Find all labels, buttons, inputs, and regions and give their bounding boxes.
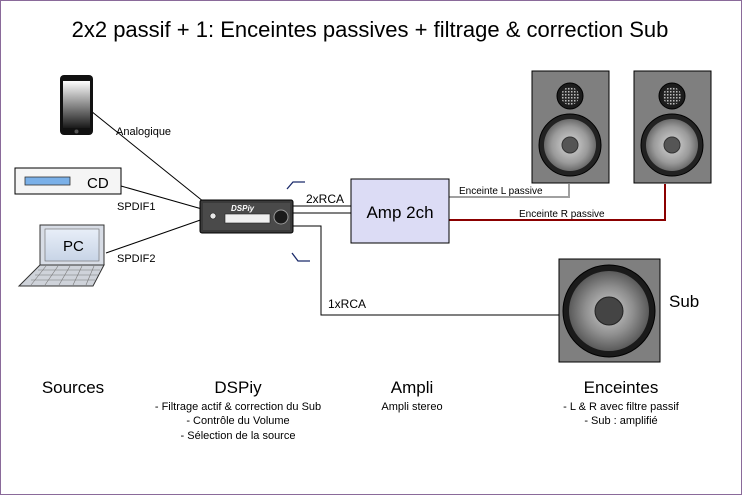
label-rca2: 2xRCA — [306, 192, 344, 206]
dspiy-led — [209, 212, 217, 220]
volume-knob-icon — [273, 209, 289, 225]
sub-label: Sub — [669, 292, 699, 311]
label-spdif2: SPDIF2 — [117, 253, 156, 265]
label-speaker-right: Enceinte R passive — [519, 209, 605, 220]
section-enceintes-line: - L & R avec filtre passif — [563, 401, 680, 413]
wire-spdif2 — [105, 216, 210, 254]
wire-rca1 — [293, 225, 559, 316]
section-dspiy-line: - Filtrage actif & correction du Sub — [155, 401, 321, 413]
wire-analog — [90, 110, 210, 207]
section-dspiy-heading: DSPiy — [214, 378, 262, 397]
channel-tick-top — [286, 181, 305, 190]
pc-label: PC — [63, 238, 84, 255]
section-sources-heading: Sources — [42, 378, 104, 397]
cd-label: CD — [87, 175, 109, 192]
diagram-title: 2x2 passif + 1: Enceintes passives + fil… — [72, 17, 669, 42]
speaker-left — [531, 70, 610, 184]
dspiy-box: DSPiy — [199, 199, 294, 234]
label-speaker-left: Enceinte L passive — [459, 186, 543, 197]
label-spdif1: SPDIF1 — [117, 201, 156, 213]
amp-label: Amp 2ch — [366, 203, 433, 222]
section-enceintes-line: - Sub : amplifié — [584, 415, 657, 427]
label-rca1: 1xRCA — [328, 297, 366, 311]
section-ampli-heading: Ampli — [391, 378, 434, 397]
pc-laptop: PC — [17, 224, 105, 287]
section-ampli-line: Ampli stereo — [381, 401, 442, 413]
wire-speaker-right — [449, 184, 666, 221]
cd-player: CD — [14, 167, 122, 195]
speaker-right — [633, 70, 712, 184]
label-analog: Analogique — [116, 126, 171, 138]
amplifier-box: Amp 2ch — [350, 178, 450, 244]
section-enceintes-heading: Enceintes — [584, 378, 659, 397]
wire-spdif1 — [120, 185, 210, 212]
section-dspiy-line: - Contrôle du Volume — [186, 415, 289, 427]
dspiy-logo: DSPiy — [231, 204, 255, 213]
dspiy-display — [224, 213, 271, 224]
section-dspiy-line: - Sélection de la source — [181, 430, 296, 442]
subwoofer: Sub — [558, 258, 699, 363]
phone-device — [60, 75, 93, 135]
wires — [90, 110, 559, 316]
channel-tick-bottom — [291, 252, 310, 262]
wire-speaker-left — [449, 184, 570, 198]
